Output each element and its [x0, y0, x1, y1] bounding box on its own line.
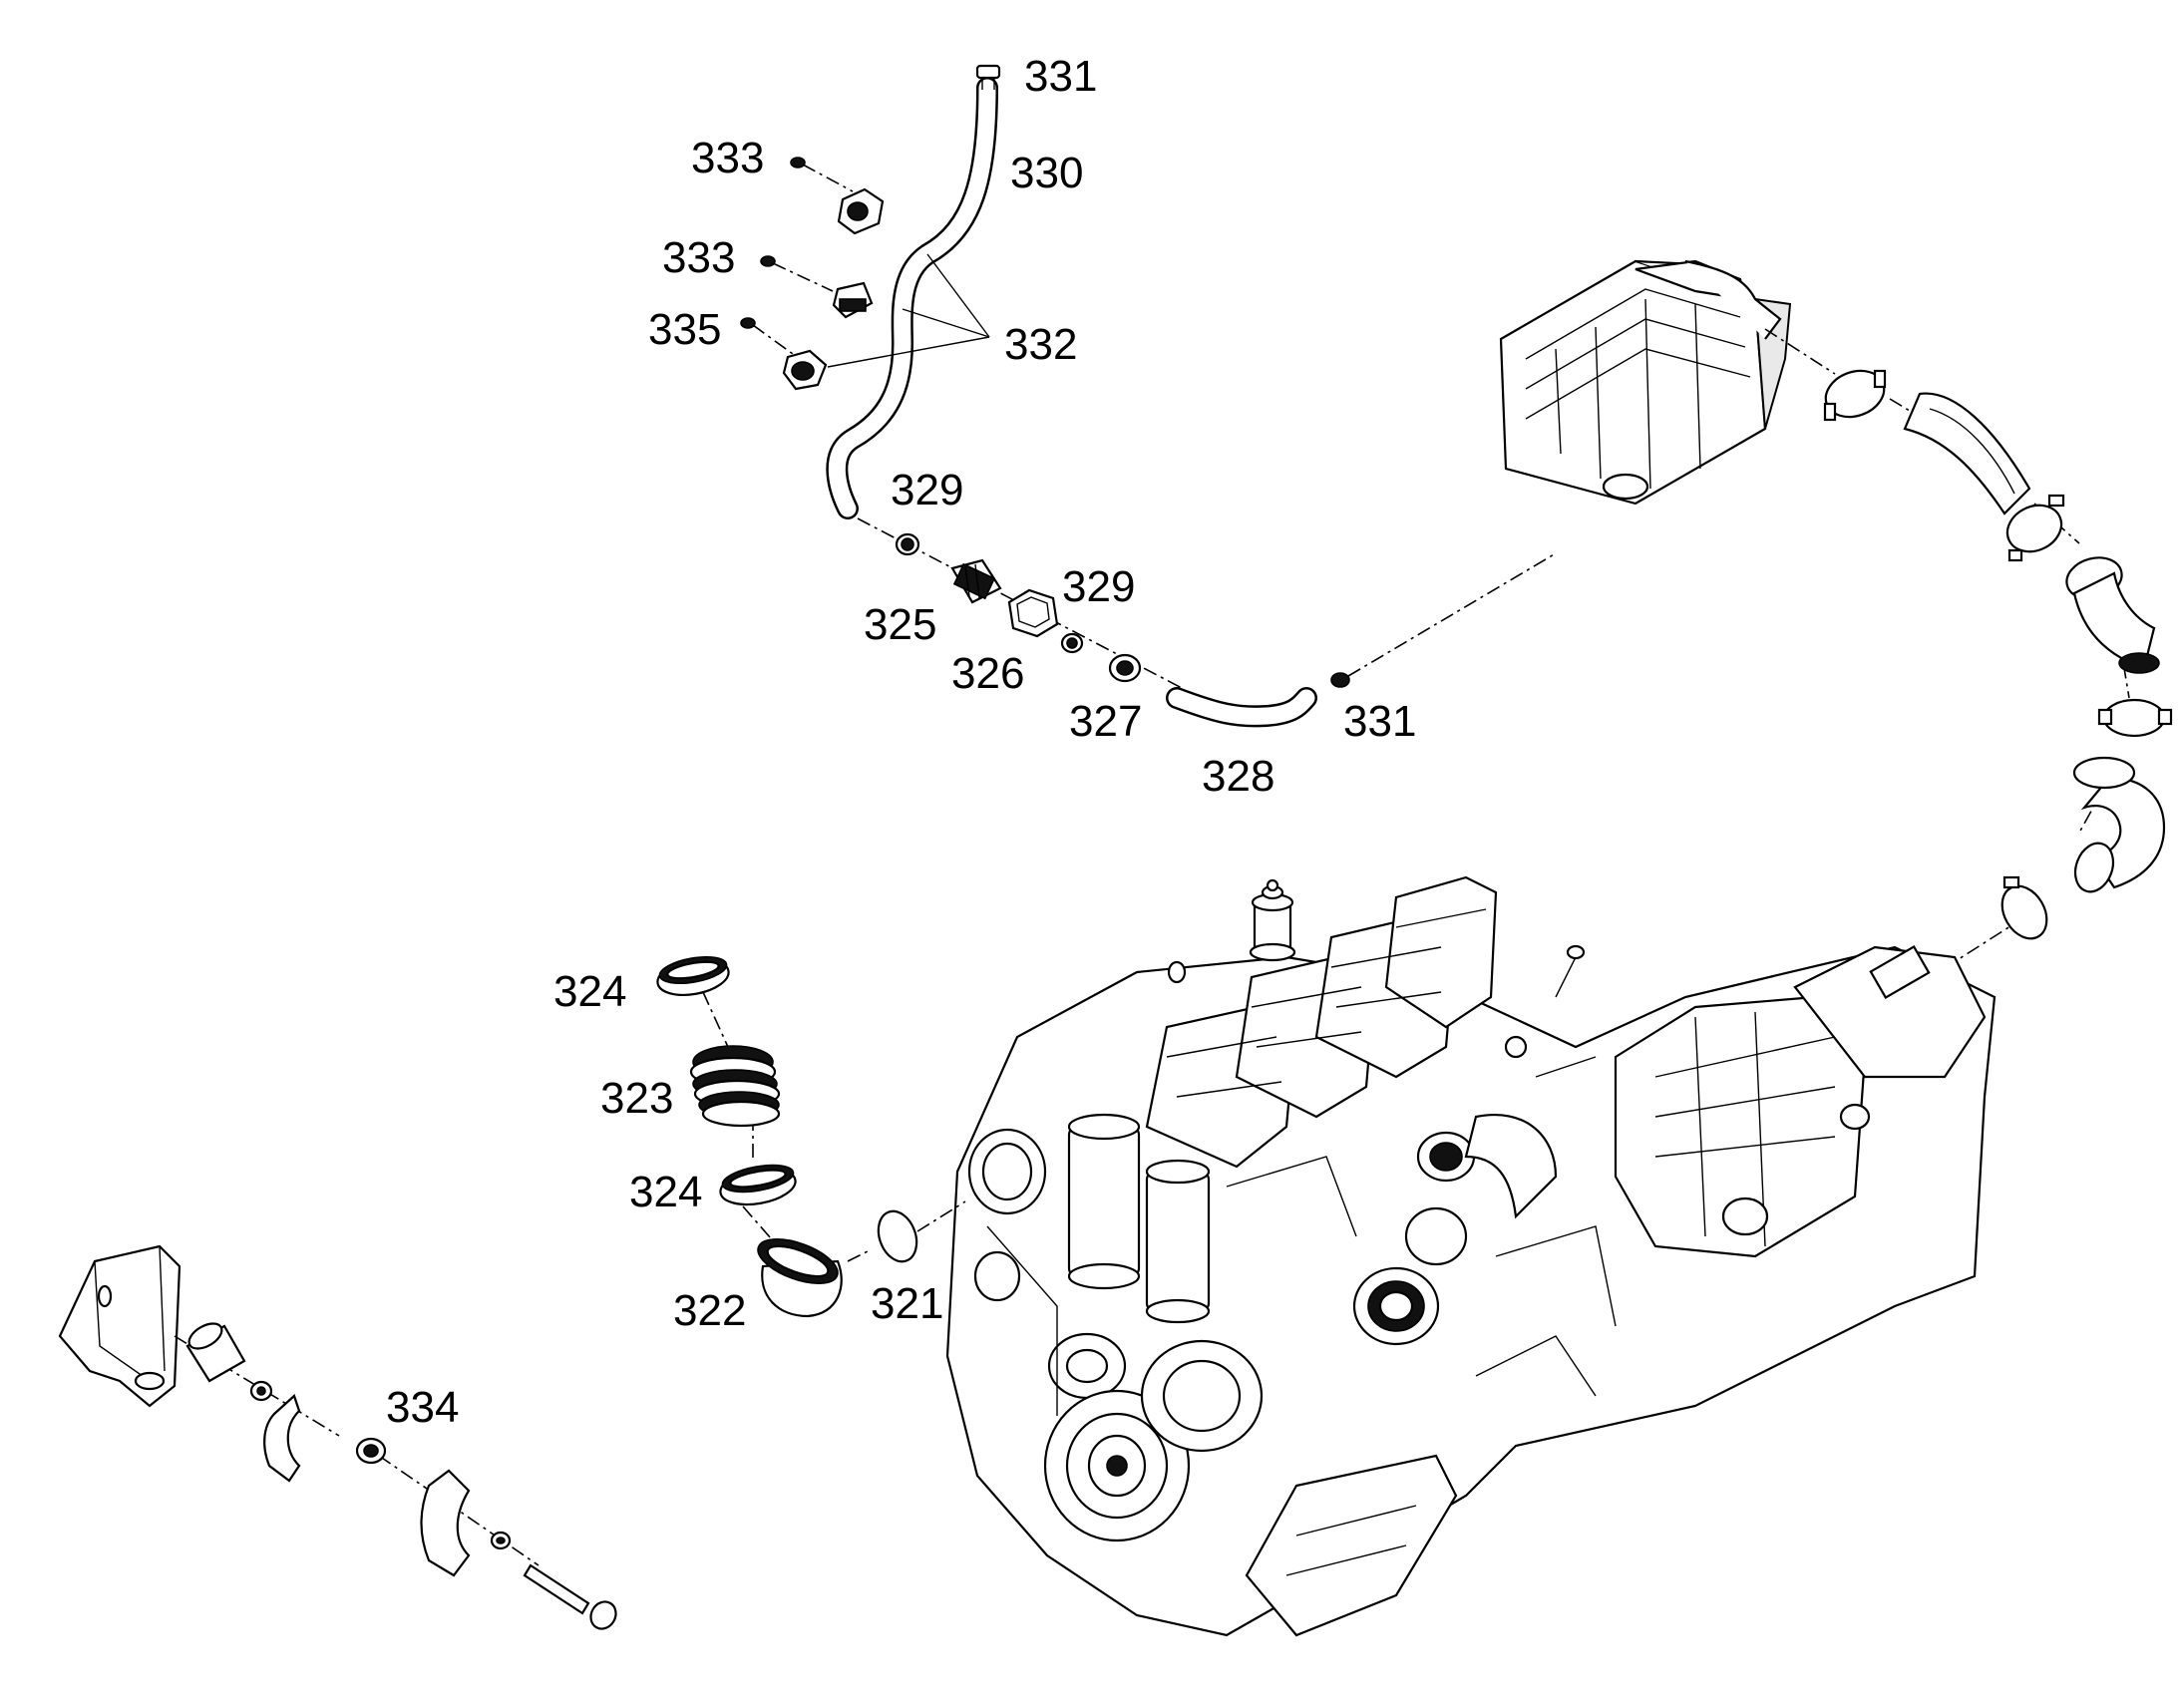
ring-327: [1108, 653, 1142, 683]
engine-block: [945, 875, 1997, 1637]
callout-322: 322: [673, 1286, 747, 1335]
hose-end-fitting-331-top: [975, 64, 1001, 90]
callout-333-top: 333: [691, 134, 765, 182]
hose-330: [826, 77, 998, 519]
elbow-322: [757, 1238, 843, 1318]
air-cleaner-housing: [1499, 259, 1792, 506]
callout-332: 332: [1004, 320, 1078, 369]
clamp-332-middle: [760, 255, 874, 319]
callout-323: 323: [600, 1074, 674, 1123]
bolt: [523, 1563, 617, 1630]
gasket-326: [1007, 588, 1059, 638]
callout-329-lower: 329: [1062, 562, 1136, 611]
clip-329-upper: [895, 532, 920, 556]
callout-333-middle: 333: [662, 233, 736, 282]
washer-small-1: [249, 1380, 273, 1402]
callout-330: 330: [1010, 149, 1084, 197]
callout-326: 326: [951, 649, 1025, 698]
hose-328: [1166, 687, 1317, 728]
clamp-332-lower: [740, 317, 828, 391]
callout-329-upper: 329: [891, 466, 964, 514]
bellows-323: [689, 1045, 781, 1128]
callout-331-top: 331: [1024, 52, 1098, 101]
clamp-332-top: [790, 157, 885, 235]
clamp-intake-2: [2005, 494, 2065, 562]
clip-329-lower: [1060, 632, 1084, 654]
intake-hose-upper: [1903, 392, 2031, 515]
leader-lines-332: [827, 253, 990, 368]
callout-327: 327: [1069, 697, 1143, 746]
clamp-intake-1: [1823, 369, 1887, 422]
callout-335: 335: [648, 305, 722, 354]
ring-324-bottom: [719, 1164, 797, 1206]
clamp-intake-4: [2000, 875, 2048, 940]
callout-325: 325: [864, 600, 937, 649]
ring-324-top: [656, 955, 730, 996]
callout-324-top: 324: [553, 967, 627, 1016]
callout-324-bottom: 324: [629, 1168, 703, 1216]
washer-small-2: [490, 1531, 512, 1550]
callout-331-lower: 331: [1343, 697, 1417, 746]
washer-334: [355, 1437, 387, 1465]
intake-elbow: [2065, 556, 2160, 674]
fitting-325: [950, 558, 1002, 604]
callout-321: 321: [871, 1279, 944, 1328]
clamp-intake-3: [2097, 698, 2173, 738]
spacer-sleeve: [185, 1322, 246, 1383]
mounting-bracket: [58, 1244, 182, 1408]
o-ring-321: [877, 1209, 918, 1263]
intake-elbow-lower: [2072, 756, 2166, 893]
clamp-half-2: [420, 1469, 471, 1577]
callout-334: 334: [386, 1383, 460, 1432]
callout-328: 328: [1202, 752, 1275, 801]
clamp-half-1: [263, 1394, 301, 1483]
fitting-331-lower: [1330, 552, 1557, 688]
